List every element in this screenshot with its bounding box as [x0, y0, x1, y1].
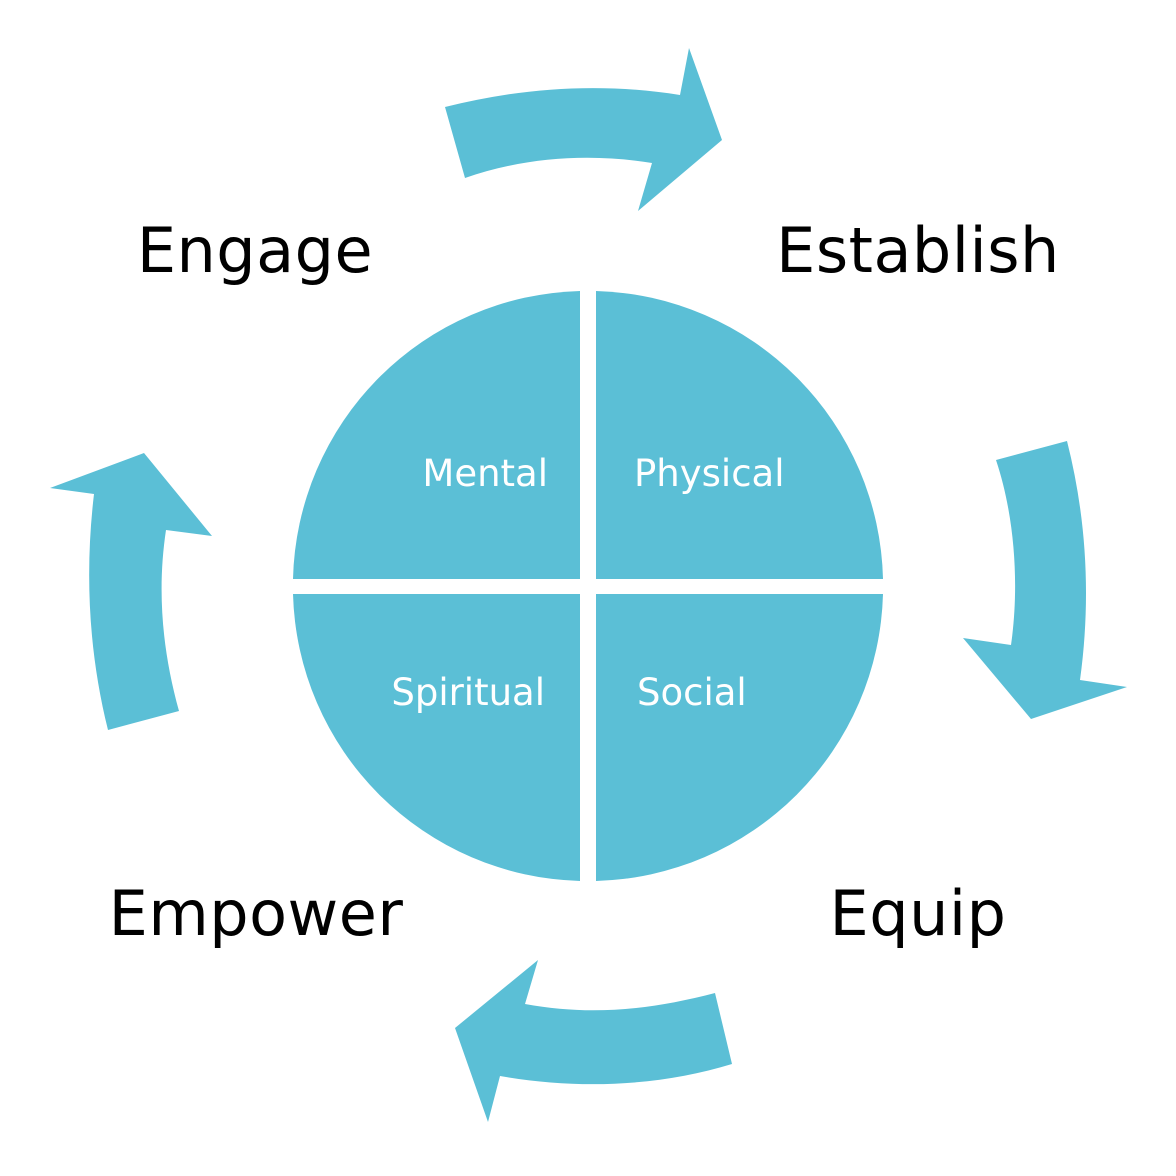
- cycle-arrows: [50, 48, 1127, 1122]
- quadrant-label-physical: Physical: [634, 452, 785, 495]
- stage-label-establish: Establish: [776, 214, 1060, 287]
- quadrant-label-mental: Mental: [422, 452, 548, 495]
- stage-labels: Engage Establish Equip Empower: [109, 214, 1060, 950]
- left-arrow-icon: [50, 453, 212, 730]
- quadrant-physical: [596, 291, 883, 579]
- quadrant-social: [596, 594, 883, 881]
- right-arrow-icon: [963, 441, 1127, 719]
- top-arrow-icon: [445, 48, 722, 211]
- quadrant-label-spiritual: Spiritual: [391, 671, 545, 714]
- stage-label-empower: Empower: [109, 877, 404, 950]
- quadrant-spiritual: [293, 594, 580, 881]
- bottom-arrow-icon: [455, 960, 732, 1122]
- wellbeing-circle: Mental Physical Spiritual Social: [293, 291, 883, 881]
- quadrant-label-social: Social: [637, 671, 747, 714]
- stage-label-equip: Equip: [830, 877, 1007, 950]
- quadrant-mental: [293, 291, 580, 579]
- stage-label-engage: Engage: [137, 214, 373, 287]
